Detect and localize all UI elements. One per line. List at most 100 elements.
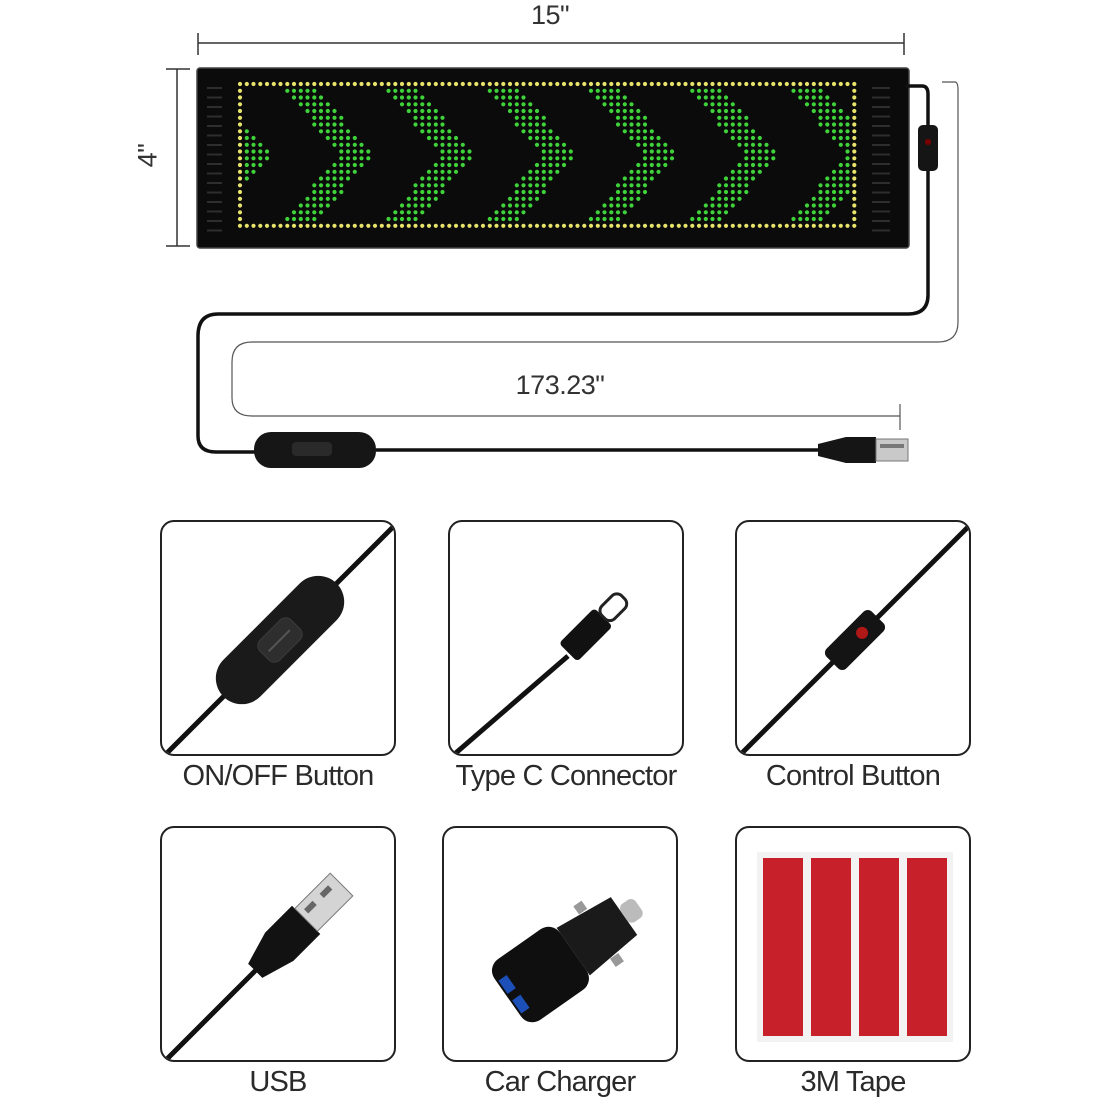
led-dot <box>285 81 290 87</box>
led-dot <box>622 189 627 195</box>
led-dot <box>852 189 857 195</box>
led-dot <box>237 102 243 107</box>
led-dot <box>615 115 621 120</box>
led-dot <box>818 189 823 195</box>
led-dot <box>717 203 722 208</box>
led-dot <box>642 189 648 195</box>
led-dot <box>460 81 465 87</box>
led-dot <box>845 122 850 127</box>
led-dot <box>811 81 816 87</box>
led-dot <box>393 216 398 222</box>
led-dot <box>339 162 344 168</box>
led-dot <box>825 210 830 215</box>
led-dot <box>440 223 445 228</box>
led-dot <box>744 122 749 127</box>
led-dot <box>514 81 519 87</box>
led-dot <box>541 169 546 174</box>
led-dot <box>305 210 310 215</box>
led-dot <box>406 223 411 228</box>
led-dot <box>845 176 850 181</box>
led-dot <box>845 115 850 120</box>
led-dot <box>642 149 648 154</box>
accessory-card-on-off <box>160 520 396 756</box>
led-dot <box>264 81 270 87</box>
led-dot <box>717 95 722 100</box>
led-dot <box>764 142 769 147</box>
led-dot <box>521 210 526 215</box>
led-dot <box>730 189 735 195</box>
led-dot <box>534 176 540 181</box>
accessory-label-type-c: Type C Connector <box>455 760 678 792</box>
led-dot <box>750 142 756 147</box>
led-dot <box>507 81 513 87</box>
height-dimension-line <box>166 68 190 247</box>
led-dot <box>237 196 243 201</box>
led-dot <box>825 115 830 120</box>
led-dot <box>831 102 837 107</box>
led-dot <box>447 169 452 174</box>
led-dot <box>534 169 540 174</box>
led-dot <box>838 176 843 181</box>
led-dot <box>804 95 810 100</box>
led-dot <box>811 88 816 93</box>
led-dot <box>345 223 351 228</box>
led-dot <box>453 162 459 168</box>
led-dot <box>825 122 830 127</box>
led-dot <box>730 115 735 120</box>
led-dot <box>750 162 756 168</box>
led-dot <box>723 183 729 188</box>
led-dot <box>838 189 843 195</box>
led-dot <box>534 81 540 87</box>
led-dot <box>332 142 337 147</box>
led-dot <box>561 223 567 228</box>
led-dot <box>649 135 654 141</box>
led-dot <box>244 149 249 154</box>
led-dot <box>345 149 351 154</box>
led-dot <box>723 115 729 120</box>
led-dot <box>845 189 850 195</box>
led-dot <box>771 156 776 161</box>
led-dot <box>622 176 627 181</box>
led-dot <box>636 142 641 147</box>
led-dot <box>460 162 465 168</box>
led-dot <box>426 183 432 188</box>
led-dot <box>730 135 735 141</box>
led-dot <box>710 203 715 208</box>
led-dot <box>703 203 708 208</box>
led-dot <box>480 81 486 87</box>
led-dot <box>609 102 614 107</box>
led-dot <box>757 223 762 228</box>
led-dot <box>548 156 553 161</box>
led-dot <box>629 135 634 141</box>
led-dot <box>413 122 418 127</box>
led-dot <box>811 108 816 114</box>
led-dot <box>838 162 843 168</box>
led-dot <box>507 95 513 100</box>
led-dot <box>433 169 438 174</box>
led-dot <box>507 216 513 222</box>
led-dot <box>629 223 634 228</box>
led-dot <box>426 81 432 87</box>
led-dot <box>291 210 297 215</box>
led-dot <box>622 102 627 107</box>
led-dot <box>825 108 830 114</box>
led-dot <box>534 162 540 168</box>
led-dot <box>318 129 324 134</box>
led-dot <box>399 216 405 222</box>
cable-dimension-line <box>231 81 959 417</box>
led-dot <box>312 115 317 120</box>
led-dot <box>710 210 715 215</box>
led-dot <box>838 122 843 127</box>
led-dot <box>426 129 432 134</box>
led-dot <box>838 196 843 201</box>
led-dot <box>420 203 425 208</box>
led-dot <box>838 142 843 147</box>
led-dot <box>723 176 729 181</box>
led-dot <box>291 81 297 87</box>
led-dot <box>568 149 573 154</box>
led-dot <box>305 196 310 201</box>
led-dot <box>561 142 567 147</box>
led-dot <box>312 88 317 93</box>
led-dot <box>528 183 533 188</box>
led-dot <box>237 135 243 141</box>
